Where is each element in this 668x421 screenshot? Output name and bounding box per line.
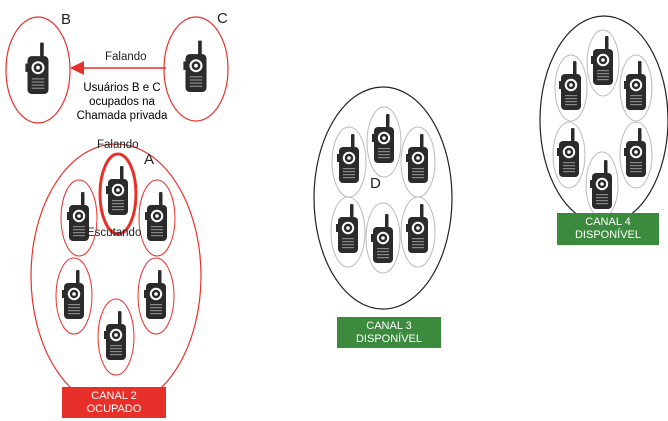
user-a-label: A	[144, 151, 155, 168]
radio-icon	[371, 214, 393, 263]
channel-2-badge: CANAL 2 OCUPADO	[62, 387, 166, 418]
radio-bubble	[138, 179, 176, 257]
user-c-label: C	[217, 10, 228, 27]
radio-icon-user-c	[183, 40, 207, 92]
channel-3-name: CANAL 3	[366, 319, 412, 332]
channel-3-group	[313, 86, 453, 310]
radio-icon-a	[106, 166, 128, 215]
arrow-head-icon	[70, 61, 84, 75]
user-b-label: B	[61, 11, 72, 28]
private-call-note: Usuários B e C ocupados na Chamada priva…	[62, 81, 182, 123]
radio-bubble	[97, 298, 135, 376]
private-call-note-line: Usuários B e C	[83, 82, 161, 94]
radio-icon	[590, 160, 612, 209]
radio-bubble	[365, 202, 401, 274]
channel-3-badge: CANAL 3 DISPONÍVEL	[337, 317, 441, 348]
private-call-note-line: ocupados na	[89, 96, 155, 108]
user-c-bubble	[163, 16, 229, 122]
channel-2-name: CANAL 2	[91, 389, 137, 402]
radio-bubble	[586, 29, 620, 97]
radio-icon	[624, 61, 646, 110]
radio-icon-user-b	[25, 42, 49, 94]
radio-icon	[104, 311, 126, 360]
radio-bubble	[137, 257, 175, 335]
user-d-label: D	[370, 175, 381, 192]
radio-bubble	[60, 179, 98, 257]
radio-icon	[67, 192, 89, 241]
radio-bubble	[400, 196, 436, 268]
channel-3-status: DISPONÍVEL	[355, 332, 423, 345]
radio-icon	[591, 36, 613, 85]
talking-label-a: Falando	[97, 139, 139, 151]
radio-icon	[406, 204, 428, 253]
talking-label-private: Falando	[105, 51, 147, 63]
radio-icon	[557, 128, 579, 177]
radio-icon	[372, 114, 394, 163]
user-b-bubble	[5, 16, 71, 124]
radio-icon	[406, 134, 428, 183]
radio-icon	[62, 270, 84, 319]
private-call-note-line: Chamada privada	[76, 110, 168, 122]
radio-bubble	[366, 106, 402, 178]
radio-bubble	[619, 121, 653, 189]
radio-icon-d	[337, 134, 359, 183]
channel-4-status: DISPONÍVEL	[574, 229, 642, 241]
radio-bubble	[55, 257, 93, 335]
channel-2-status: OCUPADO	[86, 402, 142, 415]
radio-icon	[624, 128, 646, 177]
radio-bubble	[552, 121, 586, 189]
talking-radio-highlight	[98, 152, 138, 236]
channel-4-badge: CANAL 4 DISPONÍVEL	[557, 213, 659, 245]
channel-4-name: CANAL 4	[585, 216, 631, 228]
radio-icon	[145, 192, 167, 241]
radio-icon	[144, 270, 166, 319]
radio-icon	[336, 204, 358, 253]
radio-bubble	[619, 54, 653, 122]
radio-bubble	[554, 54, 588, 122]
radio-bubble	[330, 196, 366, 268]
radio-icon	[559, 61, 581, 110]
listening-label: Escutando	[87, 227, 142, 239]
